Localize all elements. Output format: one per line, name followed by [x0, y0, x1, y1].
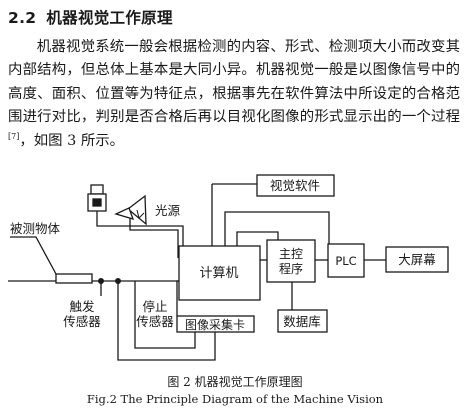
- paragraph-text: 机器视觉系统一般会根据检测的内容、形式、检测项大小而改变其内部结构，但总体上基本…: [8, 39, 460, 126]
- stop-sensor-label-line2: 传感器: [136, 314, 174, 329]
- stop-junction-dot: [115, 278, 121, 284]
- main-program-label-line2: 程序: [279, 261, 303, 276]
- computer-box[interactable]: [178, 245, 261, 301]
- plc-label: PLC: [335, 254, 356, 268]
- trigger-junction-dot: [98, 278, 104, 284]
- vision-software-label: 视觉软件: [270, 178, 320, 193]
- citation-ref[interactable]: [7]: [8, 131, 20, 141]
- capture-card-box[interactable]: [176, 315, 255, 333]
- plc-box[interactable]: [327, 243, 365, 278]
- trigger-sensor-label-line2: 传感器: [63, 314, 101, 329]
- figure-caption-cn: 图 2 机器视觉工作原理图: [167, 375, 303, 389]
- vision-software-box[interactable]: [256, 174, 335, 197]
- capture-card-label: 图像采集卡: [185, 317, 245, 332]
- body-paragraph: 机器视觉系统一般会根据检测的内容、形式、检测项大小而改变其内部结构，但总体上基本…: [8, 36, 460, 153]
- database-label: 数据库: [283, 314, 321, 329]
- section-heading: 2.2 机器视觉工作原理: [8, 6, 173, 28]
- light-source-label: 光源: [155, 203, 181, 218]
- database-box[interactable]: [277, 309, 328, 333]
- object-box: [55, 273, 93, 284]
- section-number: 2.2: [8, 9, 37, 27]
- camera-icon: [87, 184, 107, 212]
- object-label: 被测物体: [10, 221, 61, 236]
- section-title: 机器视觉工作原理: [46, 9, 173, 27]
- trigger-sensor-label-line1: 触发: [69, 299, 95, 314]
- stop-sensor-label-line1: 停止: [142, 299, 167, 314]
- paragraph-tail: ，如图 3 所示。: [19, 132, 124, 149]
- big-screen-label: 大屏幕: [398, 252, 436, 267]
- main-program-box[interactable]: [266, 239, 316, 283]
- figure-caption-en: Fig.2 The Principle Diagram of the Machi…: [86, 392, 384, 406]
- big-screen-box[interactable]: [385, 246, 449, 273]
- light-source-icon: [114, 194, 147, 226]
- computer-label: 计算机: [199, 266, 238, 281]
- main-program-label-line1: 主控: [279, 247, 303, 261]
- machine-vision-diagram: 光源 被测物体 触发 传感器 停止 传感器 计算机 视觉软件 主控 程序 PLC…: [8, 174, 449, 361]
